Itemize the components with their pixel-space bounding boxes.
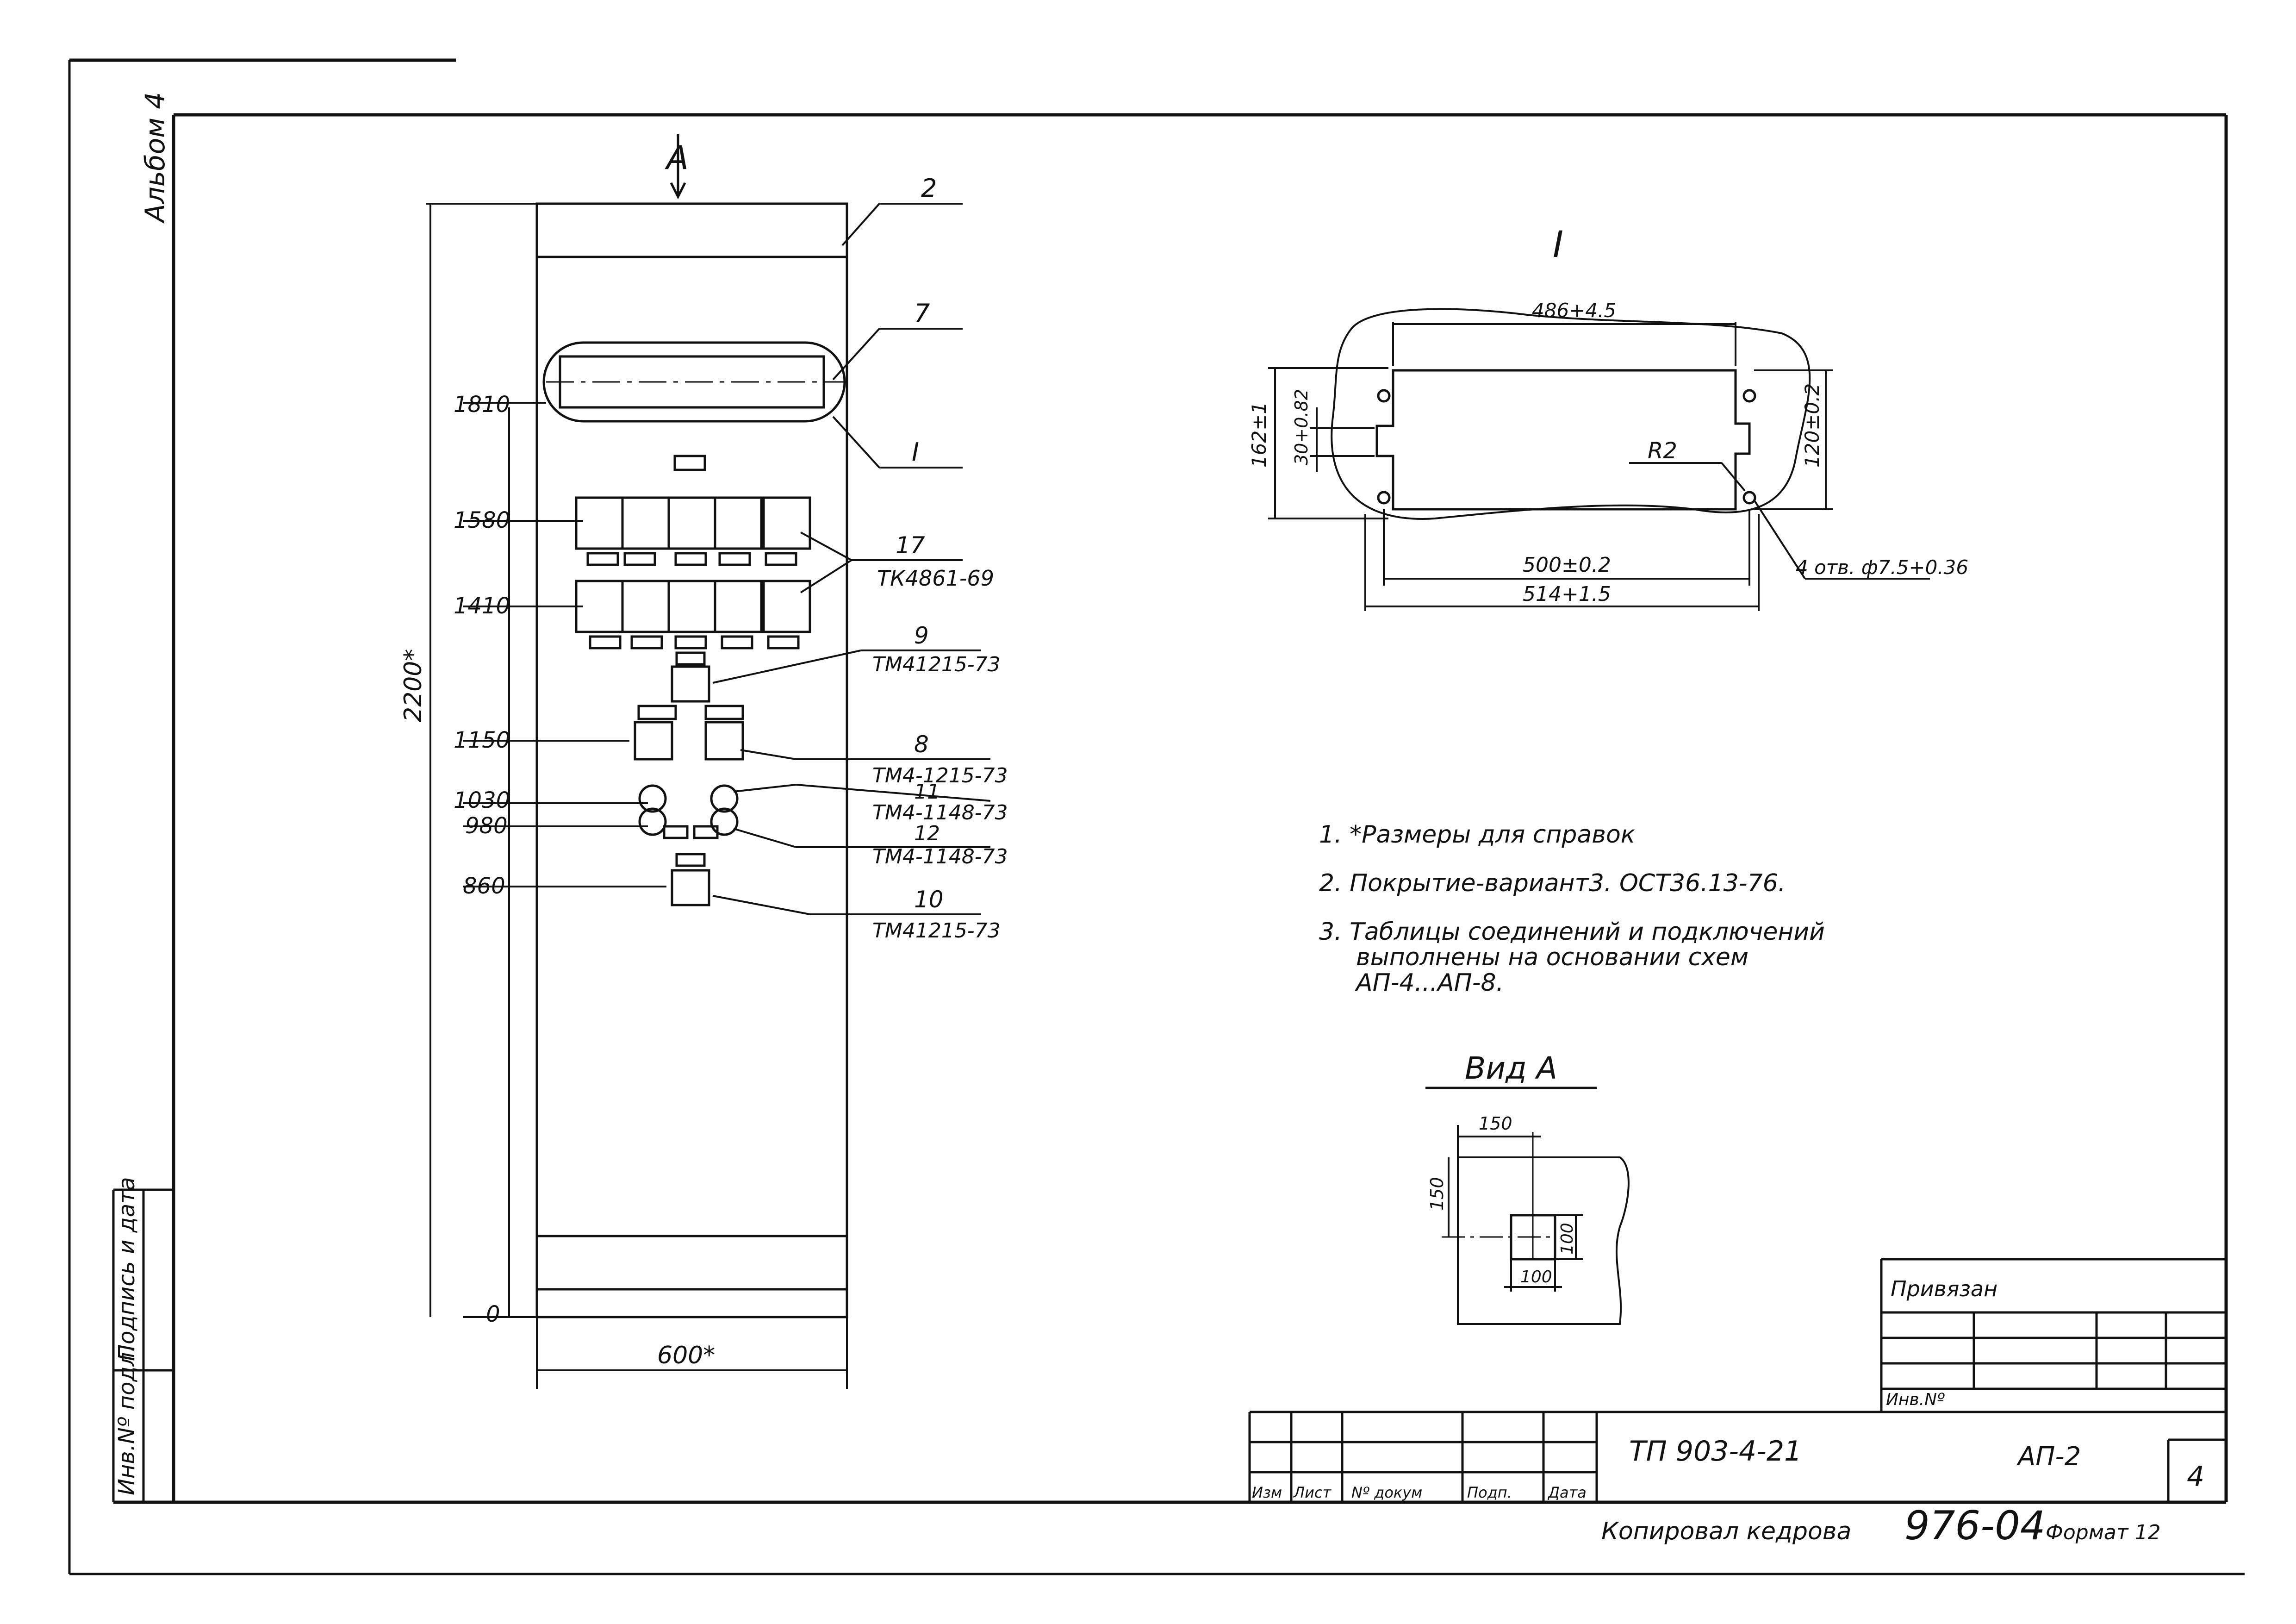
module-row-1580 (575, 496, 811, 566)
sheet-frame (68, 58, 2245, 1575)
display-window (542, 341, 846, 423)
note-3: 3. Таблицы соединений и подключений (1319, 918, 1825, 946)
callout-I: I (912, 437, 919, 467)
view-A-title: Вид А (1465, 1050, 1557, 1086)
detail-dim-162: 162±1 (1248, 402, 1270, 468)
callout-12-code: ТМ4-1148-73 (872, 845, 1008, 868)
level-1810: 1810 (454, 392, 510, 418)
view-A-dim-150-v: 150 (1427, 1177, 1447, 1211)
callouts: 2 7 I 17 ТК4861-69 9 ТМ41215-73 8 ТМ4-12… (712, 174, 1008, 943)
callout-8: 8 (914, 731, 929, 758)
kopiroval-label: Копировал кедрова (1601, 1518, 1851, 1545)
level-860: 860 (463, 873, 505, 899)
level-1150: 1150 (454, 727, 510, 753)
callout-8-code: ТМ4-1215-73 (872, 764, 1008, 787)
level-1410: 1410 (454, 593, 510, 619)
inv-no-label: Инв.Nº (1886, 1390, 1945, 1409)
view-mark-a: A (665, 139, 689, 177)
view-A-dim-100-v: 100 (1558, 1223, 1577, 1255)
level-dimensions: 1810 1580 1410 1150 1030 980 860 0 (454, 392, 666, 1327)
format-label: Формат 12 (2046, 1521, 2161, 1544)
detail-dim-500: 500±0.2 (1523, 553, 1611, 577)
album-label: Альбом 4 (139, 92, 171, 224)
callout-10-code: ТМ41215-73 (872, 919, 1001, 943)
level-1030: 1030 (454, 787, 510, 813)
detail-dim-top: 486+4.5 (1532, 299, 1616, 322)
callout-10: 10 (914, 886, 944, 913)
inv-podl-label: Инв.Nº подл. (114, 1345, 140, 1496)
stamp-header-izm: Изм (1252, 1484, 1282, 1501)
detail-I-breakline (1331, 308, 1811, 520)
height-dimension: 2200* (399, 203, 537, 1317)
width-dimension: 600* (536, 1317, 848, 1389)
note-1: 1. *Размеры для справок (1319, 821, 1636, 849)
stamp-header-data: Дата (1547, 1484, 1587, 1501)
callout-11-code: ТМ4-1148-73 (872, 801, 1008, 824)
callout-17-code: ТК4861-69 (877, 566, 994, 591)
level-1580: 1580 (454, 507, 510, 533)
detail-I-title: I (1553, 224, 1563, 266)
callout-17: 17 (896, 532, 925, 559)
note-3-line2: выполнены на основании схем (1356, 943, 1748, 971)
detail-holes: 4 отв. ф7.5+0.36 (1796, 556, 1968, 579)
document-code: ТП 903-4-21 (1629, 1435, 1802, 1468)
privyazan-label: Привязан (1891, 1276, 1997, 1301)
detail-dim-514: 514+1.5 (1523, 582, 1611, 606)
stamp-header-dokum: Nº докум (1351, 1484, 1422, 1501)
stamp-header-podp: Подп. (1467, 1484, 1512, 1501)
detail-I: I 486+4.5 500±0.2 514+1.5 162±1 30+0.82 … (1248, 224, 1968, 611)
left-margin-strip: Альбом 4 Подпись и дата Инв.Nº подл. (112, 92, 174, 1502)
level-980: 980 (465, 813, 508, 839)
podpis-label: Подпись и дата (114, 1177, 140, 1361)
callout-7: 7 (914, 299, 930, 328)
view-A-dim-150-h: 150 (1479, 1113, 1512, 1134)
notes: 1. *Размеры для справок 2. Покрытие-вари… (1319, 821, 1825, 997)
callout-9-code: ТМ41215-73 (872, 653, 1001, 676)
height-dim-label: 2200* (399, 649, 427, 722)
note-3-line3: АП-4...АП-8. (1355, 969, 1504, 997)
module-row-1410 (575, 580, 811, 650)
level-0: 0 (486, 1301, 500, 1327)
stamp-header-list: Лист (1293, 1484, 1332, 1501)
panel-cutout (1375, 369, 1751, 511)
detail-dim-120: 120±0.2 (1801, 383, 1823, 468)
cabinet-front-view: A (535, 134, 848, 1318)
callout-12: 12 (914, 822, 940, 845)
view-A-dim-100-h: 100 (1520, 1268, 1552, 1287)
sheet-number: 4 (2187, 1461, 2204, 1493)
note-2: 2. Покрытие-вариант3. ОСТ36.13-76. (1319, 869, 1786, 897)
detail-dim-30: 30+0.82 (1291, 389, 1312, 465)
footer: Копировал кедрова 976-04 Формат 12 (1601, 1503, 2161, 1549)
view-A: Вид А 150 150 100 100 (1425, 1050, 1630, 1325)
callout-11: 11 (914, 780, 940, 804)
callout-2: 2 (921, 174, 937, 203)
detail-radius: R2 (1648, 438, 1677, 464)
width-dim-label: 600* (657, 1342, 715, 1369)
sheet-code: АП-2 (2016, 1442, 2081, 1472)
title-block: Привязан Инв.Nº Изм Лист Nº докум Подп. … (1248, 1258, 2226, 1502)
copy-number: 976-04 (1904, 1503, 2046, 1549)
callout-9: 9 (914, 622, 929, 649)
